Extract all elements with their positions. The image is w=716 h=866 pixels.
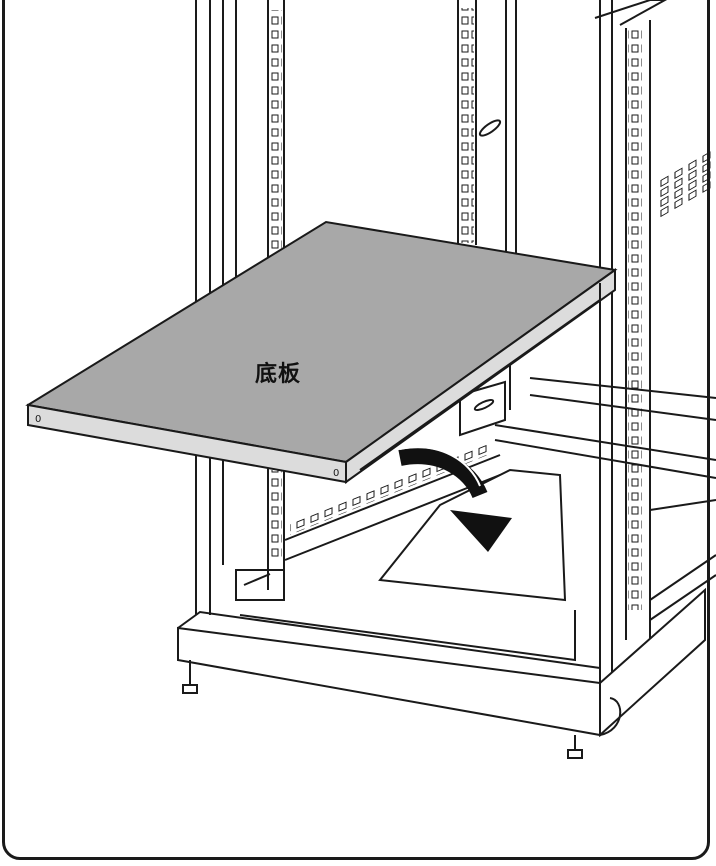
bracket-mark-right: 0 — [333, 468, 339, 479]
bracket-mark-left: 0 — [35, 414, 41, 425]
bottom-panel — [25, 220, 618, 484]
callout-bottom-panel-label: 底板 — [255, 362, 302, 387]
curved-arrow-down-icon — [398, 446, 512, 552]
rack-frame — [177, 0, 716, 759]
